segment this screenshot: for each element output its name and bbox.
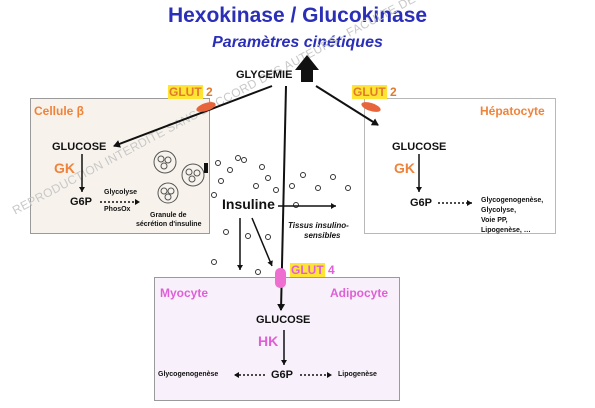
myocyte-label: Myocyte [160, 286, 209, 300]
adipocyte-label: Adipocyte [330, 286, 389, 300]
beta-glucose-label: GLUCOSE [52, 141, 107, 153]
glut2-left-number: 2 [206, 85, 213, 99]
insulin-granule-1 [153, 150, 177, 174]
myo-hk-label: HK [258, 333, 279, 349]
hep-product-item: Voie PP, [481, 217, 508, 224]
glycemie-up-arrow [295, 55, 319, 82]
hep-gk-label: GK [394, 160, 415, 176]
beta-g6p-label: G6P [70, 196, 93, 208]
hep-products-list: Glycogenogenèse, Glycolyse, Voie PP, Lip… [481, 196, 543, 236]
hepatocyte-box [364, 98, 556, 234]
exocytosis-site [204, 163, 208, 173]
myo-g6p-label: G6P [271, 369, 294, 381]
insulin-molecules [211, 155, 351, 275]
beta-glycolyse-label: Glycolyse [104, 189, 138, 196]
insulin-granule-2 [181, 163, 205, 187]
myo-glycogenogenese-label: Glycogenogenèse [158, 371, 219, 378]
granule-label-line2: sécrétion d'insuline [136, 221, 202, 228]
arrow-to-hepatocyte [315, 85, 379, 126]
hepatocyte-label: Hépatocyte [480, 104, 545, 118]
glut4-label: GLUT 4 [290, 263, 335, 277]
insulin-arrow-down-right [251, 217, 273, 267]
glut2-transporter-left [196, 102, 216, 112]
beta-phosox-label: PhosOx [104, 206, 131, 213]
myo-lipogenese-label: Lipogenèse [338, 371, 377, 378]
tissues-label-line2: sensibles [304, 231, 341, 240]
glycemie-label: GLYCEMIE [236, 69, 293, 81]
glut4-number: 4 [328, 263, 335, 277]
insulin-granule-3 [157, 182, 179, 204]
hep-product-item: Lipogenèse, … [481, 227, 531, 234]
glut2-right-number: 2 [390, 85, 397, 99]
glut2-right-name: GLUT [352, 85, 387, 99]
glut2-label-right: GLUT 2 [352, 85, 397, 99]
insulin-label: Insuline [222, 196, 275, 212]
hep-product-item: Glycogenogenèse, [481, 197, 544, 204]
beta-gk-label: GK [54, 160, 75, 176]
myocyte-adipocyte-box [154, 277, 400, 401]
tissues-label-line1: Tissus insulino- [288, 221, 349, 230]
glut2-left-name: GLUT [168, 85, 203, 99]
diagram-subtitle: Paramètres cinétiques [212, 34, 383, 51]
hep-glucose-label: GLUCOSE [392, 141, 447, 153]
glut4-transporter [275, 268, 286, 288]
beta-cell-label: Cellule β [34, 104, 85, 118]
hep-g6p-label: G6P [410, 197, 433, 209]
granule-label-line1: Granule de [150, 212, 187, 219]
glut4-name: GLUT [290, 263, 325, 277]
hep-product-item: Glycolyse, [481, 207, 517, 214]
glut2-transporter-right [361, 102, 381, 112]
glut2-label-left: GLUT 2 [168, 85, 213, 99]
diagram-title: Hexokinase / Glucokinase [167, 4, 428, 27]
arrow-to-beta-cell [113, 85, 273, 148]
myo-glucose-label: GLUCOSE [256, 314, 311, 326]
